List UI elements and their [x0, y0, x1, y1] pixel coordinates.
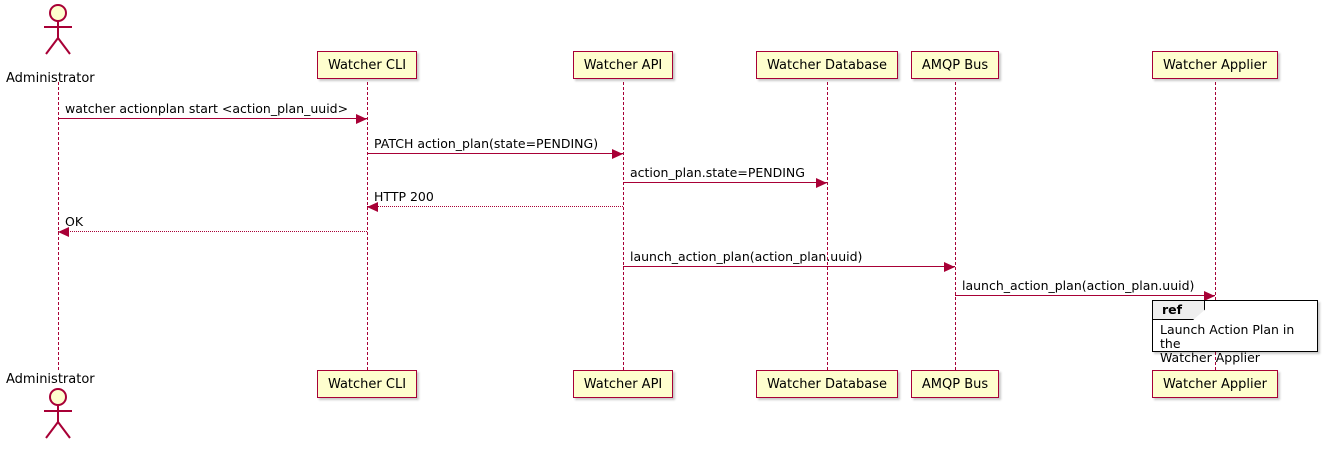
actor-label-administrator: Administrator: [6, 372, 95, 387]
lifeline-watcher-applier: [1214, 82, 1216, 370]
message-arrowhead-1: [356, 113, 367, 124]
participant-header-watcher-api[interactable]: Watcher API: [572, 51, 674, 79]
message-label-4: HTTP 200: [374, 189, 434, 204]
lifeline-administrator: [57, 82, 59, 370]
participant-header-watcher-cli[interactable]: Watcher CLI: [316, 51, 418, 79]
participant-footer-watcher-database[interactable]: Watcher Database: [756, 370, 898, 398]
message-line-5: [58, 231, 367, 232]
message-arrowhead-5: [58, 226, 69, 237]
lifeline-watcher-cli: [366, 82, 368, 370]
message-line-2: [367, 153, 623, 154]
ref-fragment-header-0: ref: [1153, 301, 1205, 320]
message-label-2: PATCH action_plan(state=PENDING): [374, 136, 599, 151]
message-arrowhead-4: [367, 201, 378, 212]
message-line-1: [58, 118, 367, 119]
message-arrowhead-2: [612, 148, 623, 159]
participant-header-watcher-database[interactable]: Watcher Database: [756, 51, 898, 79]
participant-header-watcher-applier[interactable]: Watcher Applier: [1152, 51, 1278, 79]
actor-label-administrator: Administrator: [6, 71, 95, 86]
message-line-3: [623, 182, 827, 183]
message-line-4: [367, 206, 623, 207]
message-label-5: OK: [65, 214, 84, 229]
message-label-6: launch_action_plan(action_plan.uuid): [630, 249, 863, 264]
message-line-6: [623, 266, 955, 267]
message-label-7: launch_action_plan(action_plan.uuid): [962, 278, 1195, 293]
ref-fragment-body-0: Launch Action Plan in the Watcher Applie…: [1160, 322, 1295, 365]
message-label-1: watcher actionplan start <action_plan_uu…: [65, 101, 349, 116]
actor-figure-administrator: [36, 388, 80, 440]
lifeline-amqp-bus: [954, 82, 956, 370]
message-arrowhead-6: [944, 261, 955, 272]
participant-footer-watcher-api[interactable]: Watcher API: [572, 370, 674, 398]
actor-figure-administrator: [36, 4, 80, 56]
participant-header-amqp-bus[interactable]: AMQP Bus: [910, 51, 1000, 79]
participant-footer-watcher-cli[interactable]: Watcher CLI: [316, 370, 418, 398]
lifeline-watcher-api: [622, 82, 624, 370]
participant-footer-amqp-bus[interactable]: AMQP Bus: [910, 370, 1000, 398]
message-arrowhead-3: [816, 177, 827, 188]
message-label-3: action_plan.state=PENDING: [630, 165, 805, 180]
message-arrowhead-7: [1204, 290, 1215, 301]
lifeline-watcher-database: [826, 82, 828, 370]
participant-footer-watcher-applier[interactable]: Watcher Applier: [1152, 370, 1278, 398]
message-line-7: [955, 295, 1215, 296]
